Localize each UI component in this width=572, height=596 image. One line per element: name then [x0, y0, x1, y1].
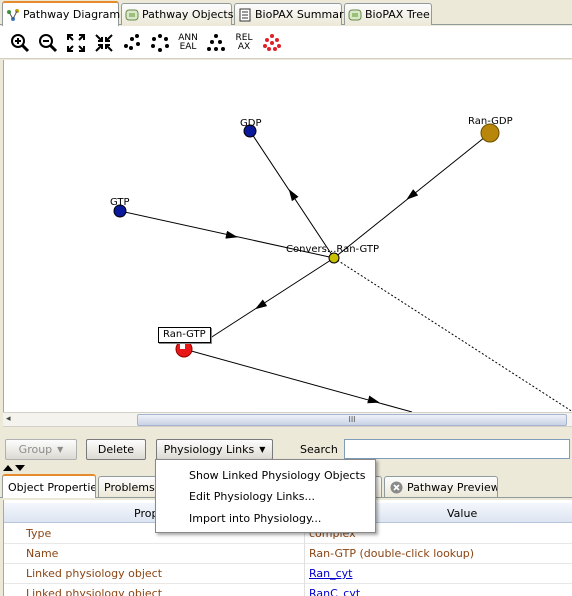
action-bar: Group ▼ Delete Physiology Links ▼ Search [0, 428, 572, 462]
tab-label: Problems ( [104, 480, 160, 494]
delete-button[interactable]: Delete [86, 439, 146, 460]
node-gtp[interactable] [113, 204, 127, 218]
pathway-diagram-icon [6, 8, 20, 22]
pathway-diagram-canvas[interactable]: GDP Ran-GDP GTP Convers...Ran-GTP Ran-GT… [3, 60, 572, 412]
pathway-objects-icon [125, 8, 139, 22]
table-row[interactable]: Linked physiology object RanC_cyt [4, 584, 572, 596]
menu-item-show-linked[interactable]: Show Linked Physiology Objects [189, 469, 366, 482]
tab-problems[interactable]: Problems ( [98, 476, 160, 497]
edge-ran-gtp[interactable] [203, 257, 335, 343]
property-value[interactable]: Ran-GTP (double-click lookup) [309, 547, 475, 560]
tab-biopax-summary[interactable]: BioPAX Summary [234, 3, 350, 25]
collapse-down-icon [15, 465, 25, 471]
property-link[interactable]: Ran_cyt [309, 567, 353, 580]
circle-layout-icon[interactable] [148, 31, 172, 55]
tab-object-properties[interactable]: Object Properties [2, 474, 96, 498]
relax-line1: REL [235, 33, 253, 43]
close-icon[interactable] [390, 481, 403, 494]
shrink-icon[interactable] [92, 31, 116, 55]
spring-layout-icon[interactable] [260, 31, 284, 55]
physiology-links-label: Physiology Links [163, 443, 255, 456]
tab-label: Object Properties [8, 480, 96, 494]
random-layout-icon[interactable] [120, 31, 144, 55]
edge-ran-gdp[interactable] [333, 132, 491, 259]
scrollbar-grip: III [348, 415, 356, 424]
group-button[interactable]: Group ▼ [5, 439, 77, 460]
tab-biopax-tree[interactable]: BioPAX Tree [344, 3, 432, 25]
fit-to-window-icon[interactable] [64, 31, 88, 55]
edge-gdp[interactable] [249, 130, 335, 259]
group-button-label: Group [18, 443, 53, 456]
node-gdp[interactable] [243, 124, 257, 138]
tab-label: Pathway Objects [142, 8, 234, 21]
zoom-in-icon[interactable] [8, 31, 32, 55]
tab-label: BioPAX Summary [255, 8, 350, 21]
diagram-horizontal-scrollbar[interactable]: ◂ III [3, 412, 572, 427]
annealing-line2: EAL [179, 42, 197, 52]
tree-icon [348, 8, 362, 22]
search-label: Search [300, 443, 338, 456]
relax-line2: AX [237, 42, 251, 52]
node-ran-gdp[interactable] [480, 123, 500, 143]
tree-layout-icon[interactable] [204, 31, 228, 55]
tab-label: BioPAX Tree [365, 8, 430, 21]
edge-ran-gtp-out[interactable] [183, 348, 413, 412]
delete-button-label: Delete [97, 443, 135, 456]
table-row[interactable]: Name Ran-GTP (double-click lookup) [4, 544, 572, 564]
chevron-down-icon: ▼ [57, 445, 64, 454]
node-conversion[interactable] [328, 252, 340, 264]
tab-pathway-preview[interactable]: Pathway Preview [384, 476, 498, 497]
label-gdp: GDP [240, 118, 261, 129]
splitter-collapse[interactable] [2, 462, 32, 471]
chevron-down-icon: ▼ [259, 445, 266, 454]
annealing-line1: ANN [178, 33, 198, 43]
scrollbar-thumb[interactable]: III [137, 414, 567, 426]
property-key: Name [26, 547, 59, 560]
property-key: Linked physiology object [26, 567, 163, 580]
property-key: Linked physiology object [26, 587, 163, 596]
tab-label: Pathway Preview [407, 480, 498, 494]
tab-pathway-diagram[interactable]: Pathway Diagram [2, 1, 121, 26]
column-header-value[interactable]: Value [447, 507, 478, 520]
physiology-links-menu: Show Linked Physiology Objects Edit Phys… [155, 459, 376, 533]
zoom-out-icon[interactable] [36, 31, 60, 55]
selected-node-label: Ran-GTP [158, 327, 211, 343]
menu-item-edit-links[interactable]: Edit Physiology Links... [189, 490, 315, 503]
tab-pathway-objects[interactable]: Pathway Objects [121, 3, 234, 25]
pathway-graph: GDP Ran-GDP GTP Convers...Ran-GTP [110, 116, 572, 412]
property-link[interactable]: RanC_cyt [309, 587, 361, 596]
menu-item-import[interactable]: Import into Physiology... [189, 512, 322, 525]
label-ran-gdp: Ran-GDP [468, 116, 513, 127]
table-row[interactable]: Linked physiology object Ran_cyt [4, 564, 572, 584]
property-key: Type [26, 527, 52, 540]
collapse-up-icon [3, 465, 13, 471]
physiology-links-button[interactable]: Physiology Links ▼ [156, 439, 273, 460]
edge-dotted[interactable] [333, 257, 572, 412]
scroll-left-icon[interactable]: ◂ [6, 414, 11, 424]
main-tab-bar: Pathway Diagram Pathway Objects BioPAX S… [0, 0, 572, 26]
label-gtp: GTP [110, 197, 130, 208]
node-ran-gtp-mark [180, 343, 185, 349]
label-conversion: Convers...Ran-GTP [286, 244, 379, 255]
document-icon [238, 8, 252, 22]
tab-label: Pathway Diagram [23, 8, 121, 21]
search-input[interactable] [344, 439, 570, 459]
